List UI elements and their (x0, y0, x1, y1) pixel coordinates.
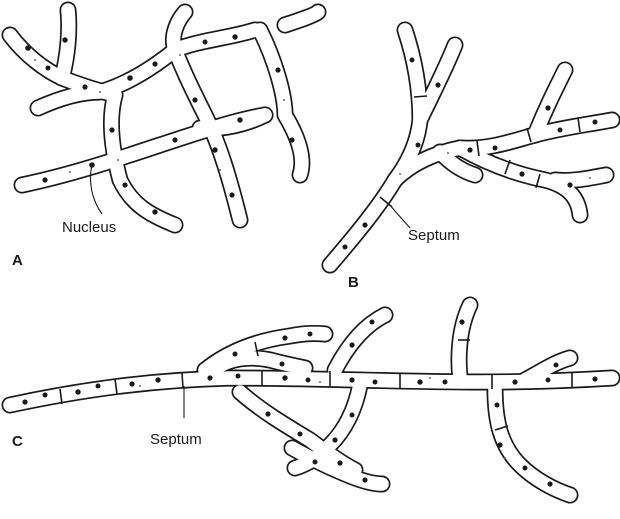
septum-label-b: Septum (408, 227, 460, 244)
panel-c-letter: C (12, 433, 23, 450)
panel-c-hyphae: Septum C (10, 305, 612, 495)
panel-b-hyphae: Septum B (330, 30, 612, 291)
panel-b-letter: B (348, 274, 359, 291)
panel-a-letter: A (12, 252, 23, 269)
septum-label-c: Septum (150, 431, 202, 448)
panel-a-hyphae: Nucleus A (10, 10, 318, 269)
nucleus-label: Nucleus (62, 219, 116, 236)
